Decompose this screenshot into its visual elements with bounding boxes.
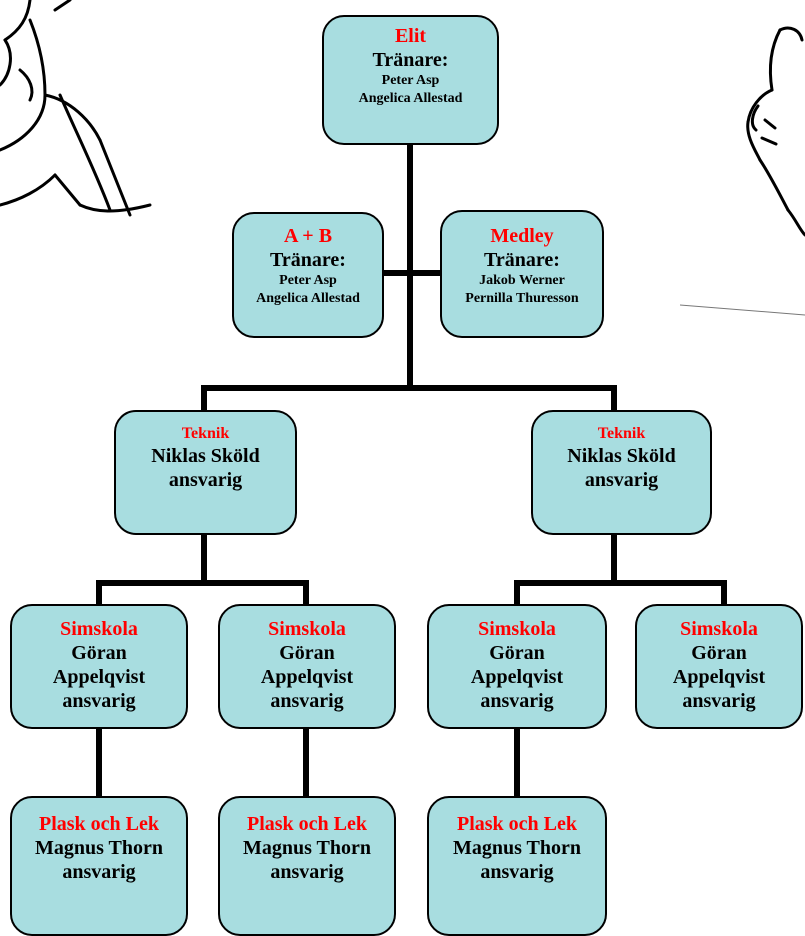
node-teknik-left-role: ansvarig	[168, 469, 243, 491]
node-ab-title: A + B	[283, 225, 333, 247]
node-medley-role: Tränare:	[484, 249, 560, 271]
node-simskola-3-line-3: ansvarig	[480, 690, 554, 712]
node-teknik-left: Teknik Niklas Sköld ansvarig	[114, 410, 297, 535]
node-simskola-2-line-2: Appelqvist	[260, 666, 354, 688]
node-plask-2-name: Magnus Thorn	[242, 837, 371, 859]
node-medley-title: Medley	[490, 225, 554, 247]
node-ab-person-2: Angelica Allestad	[256, 291, 360, 306]
node-plask-2: Plask och Lek Magnus Thorn ansvarig	[218, 796, 396, 936]
node-ab: A + B Tränare: Peter Asp Angelica Allest…	[232, 212, 384, 338]
node-elit: Elit Tränare: Peter Asp Angelica Allesta…	[322, 15, 499, 145]
node-plask-3-title: Plask och Lek	[456, 813, 578, 835]
node-simskola-2-line-1: Göran	[279, 642, 335, 664]
node-teknik-left-title: Teknik	[181, 425, 230, 442]
node-plask-3: Plask och Lek Magnus Thorn ansvarig	[427, 796, 607, 936]
node-simskola-3-line-2: Appelqvist	[470, 666, 564, 688]
node-plask-1-title: Plask och Lek	[38, 813, 160, 835]
node-plask-3-name: Magnus Thorn	[452, 837, 581, 859]
node-plask-2-role: ansvarig	[270, 861, 344, 883]
node-simskola-1-title: Simskola	[60, 618, 138, 640]
node-simskola-1-line-3: ansvarig	[62, 690, 136, 712]
node-medley: Medley Tränare: Jakob Werner Pernilla Th…	[440, 210, 604, 338]
node-ab-person-1: Peter Asp	[279, 273, 337, 288]
node-medley-person-1: Jakob Werner	[479, 273, 565, 288]
node-plask-1-name: Magnus Thorn	[34, 837, 163, 859]
node-simskola-1-line-1: Göran	[71, 642, 127, 664]
node-plask-3-role: ansvarig	[480, 861, 554, 883]
node-elit-title: Elit	[394, 25, 427, 47]
node-plask-2-title: Plask och Lek	[246, 813, 368, 835]
node-teknik-right-title: Teknik	[597, 425, 646, 442]
node-teknik-right-role: ansvarig	[584, 469, 659, 491]
cartoon-hand-illustration	[680, 26, 805, 316]
node-elit-person-2: Angelica Allestad	[358, 91, 463, 106]
node-simskola-2: Simskola Göran Appelqvist ansvarig	[218, 604, 396, 729]
node-ab-role: Tränare:	[270, 249, 346, 271]
node-teknik-right-name: Niklas Sköld	[567, 445, 676, 467]
node-elit-person-1: Peter Asp	[381, 73, 440, 88]
node-simskola-2-line-3: ansvarig	[270, 690, 344, 712]
node-simskola-1: Simskola Göran Appelqvist ansvarig	[10, 604, 188, 729]
node-simskola-4-line-1: Göran	[691, 642, 747, 664]
node-medley-person-2: Pernilla Thuresson	[465, 291, 579, 306]
node-simskola-3-title: Simskola	[478, 618, 556, 640]
node-elit-role: Tränare:	[372, 49, 449, 71]
cartoon-figure-illustration	[0, 0, 152, 217]
node-teknik-left-name: Niklas Sköld	[151, 445, 260, 467]
node-teknik-right: Teknik Niklas Sköld ansvarig	[531, 410, 712, 535]
node-simskola-1-line-2: Appelqvist	[52, 666, 146, 688]
node-plask-1: Plask och Lek Magnus Thorn ansvarig	[10, 796, 188, 936]
node-simskola-4: Simskola Göran Appelqvist ansvarig	[635, 604, 803, 729]
node-simskola-4-line-2: Appelqvist	[672, 666, 766, 688]
node-simskola-4-title: Simskola	[680, 618, 758, 640]
node-simskola-3: Simskola Göran Appelqvist ansvarig	[427, 604, 607, 729]
node-simskola-3-line-1: Göran	[489, 642, 545, 664]
node-simskola-2-title: Simskola	[268, 618, 346, 640]
node-plask-1-role: ansvarig	[62, 861, 136, 883]
node-simskola-4-line-3: ansvarig	[682, 690, 756, 712]
